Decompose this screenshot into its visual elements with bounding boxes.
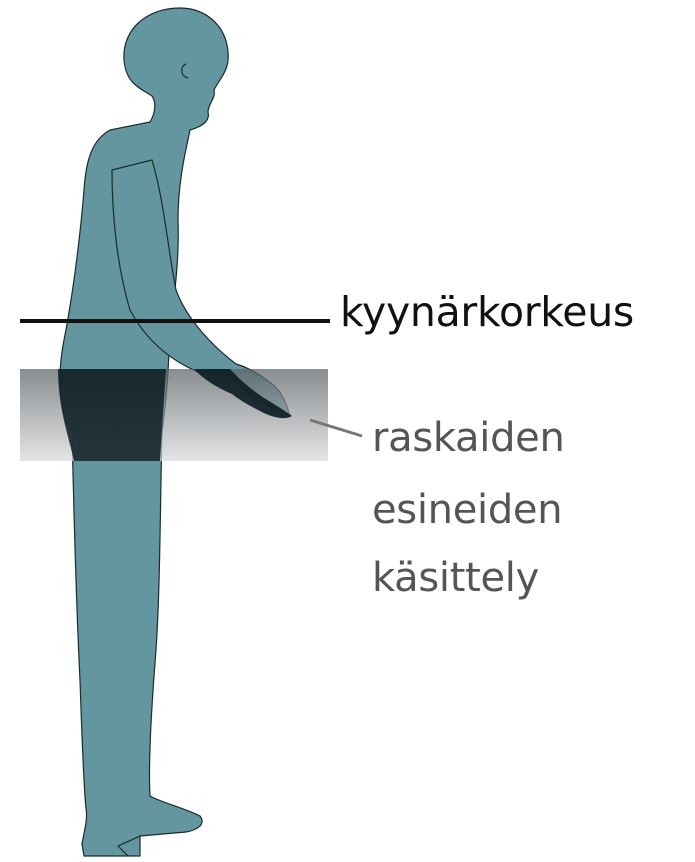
heavy-handling-label-line-2: esineiden: [372, 490, 562, 530]
heavy-handling-label-line-1: raskaiden: [372, 418, 565, 458]
elbow-height-label: kyynärkorkeus: [340, 292, 634, 333]
heavy-handling-label-line-3: käsittely: [372, 558, 539, 598]
legs-shape: [72, 430, 202, 856]
